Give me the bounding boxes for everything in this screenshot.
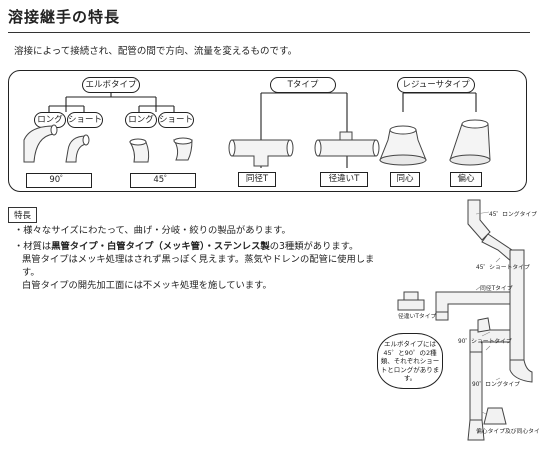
feature-bullet-2-bold: 黒管タイプ・白管タイプ（メッキ管）・ステンレス製 — [51, 241, 270, 252]
fitting-illustrations — [23, 119, 491, 167]
elbow45-long-label: ロング — [125, 112, 157, 128]
feature-bullet-2-prefix: ・材質は — [14, 241, 52, 252]
label-90-short: 90゜ショートタイプ — [458, 339, 512, 345]
label-90-degree: 90゜ — [26, 173, 92, 188]
label-reducing-tee: 径違いT — [320, 172, 368, 187]
label-eccentric: 偏心 — [450, 172, 482, 187]
intro-text: 溶接によって接続され、配管の間で方向、流量を変えるものです。 — [14, 46, 298, 57]
side-reducer-icon — [483, 407, 507, 425]
t-type-label: Tタイプ — [270, 77, 336, 93]
feature-line-4: す。 — [22, 267, 40, 278]
label-45-long: 45゜ロングタイプ — [489, 212, 537, 218]
label-eccentric-type: 偏心タイプ及び同心タイプ有り — [476, 429, 540, 435]
side-elbow-icon — [477, 317, 491, 333]
label-45-degree: 45゜ — [130, 173, 196, 188]
elbow45-short-label: ショート — [158, 112, 194, 128]
feature-bullet-2: ・材質は黒管タイプ・白管タイプ（メッキ管）・ステンレス製の3種類があります。 — [14, 240, 358, 253]
title-divider — [8, 32, 530, 33]
reducer-type-label: レジューサタイプ — [397, 77, 475, 93]
feature-line-3: 黒管タイプはメッキ処理はされず黒っぽく見えます。蒸気やドレンの配管に使用しま — [22, 254, 375, 265]
label-concentric: 同心 — [390, 172, 420, 187]
label-equal-tee: 同径T — [238, 172, 276, 187]
fitting-types-panel — [8, 70, 527, 192]
features-tag: 特長 — [8, 207, 38, 223]
feature-bullet-1: ・様々なサイズにわたって、曲げ・分岐・絞りの製品があります。 — [14, 225, 291, 236]
elbow45-long-icon — [129, 141, 150, 163]
page-title: 溶接継手の特長 — [8, 8, 121, 26]
elbow90-short-label: ショート — [67, 112, 103, 128]
feature-line-5: 白管タイプの開先加工面には不メッキ処理を施しています。 — [22, 280, 272, 291]
elbow-type-label: エルボタイプ — [82, 77, 140, 93]
elbow45-short-icon — [173, 139, 193, 161]
label-equal-tee-type: 同径Tタイプ — [480, 286, 513, 292]
label-90-long: 90゜ロングタイプ — [472, 382, 520, 388]
side-tee-icon — [397, 291, 425, 311]
label-reducing-tee-type: 径違いTタイプ — [398, 314, 437, 320]
elbow-note-bubble: エルボタイプには45゜と90゜の2種類、それぞれショートとロングがあります。 — [377, 333, 443, 389]
feature-bullet-2-suffix: の3種類があります。 — [269, 241, 359, 252]
label-45-short: 45゜ショートタイプ — [476, 265, 530, 271]
